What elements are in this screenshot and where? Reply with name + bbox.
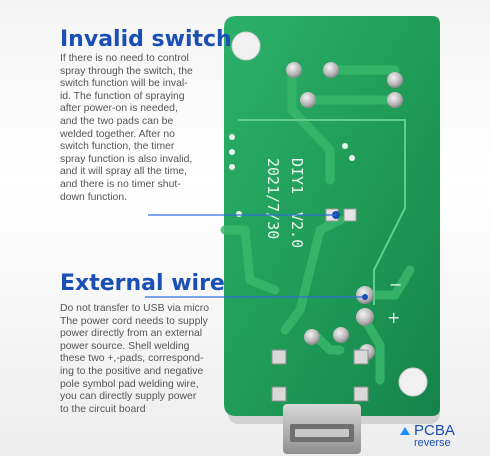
mounting-hole-bottom	[398, 367, 428, 397]
external-wire-description: Do not transfer to USB via micro The pow…	[60, 303, 220, 416]
badge-line1: PCBA	[414, 422, 455, 439]
desc-line: to the circuit board	[60, 403, 146, 415]
desc-line: down function.	[60, 191, 128, 203]
desc-line: these two +,-pads, correspond-	[60, 353, 204, 365]
silkscreen-date: 2021/7/30	[264, 158, 282, 239]
desc-line: Do not transfer to USB via micro	[60, 303, 209, 314]
desc-line: spray through the switch, the	[60, 65, 193, 77]
badge-line2: reverse	[414, 437, 451, 449]
desc-line: The power cord needs to supply	[60, 315, 208, 327]
mounting-hole-top	[231, 31, 261, 61]
desc-line: switch function will be inval-	[60, 78, 188, 90]
vias	[229, 134, 355, 217]
desc-line: you can directly supply power	[60, 391, 197, 403]
desc-line: spray function is also invalid,	[60, 153, 193, 165]
copper-traces	[220, 65, 415, 385]
silkscreen-model: DIY1	[288, 158, 306, 194]
silkscreen-outline	[238, 119, 406, 305]
desc-line: power directly from an external	[60, 328, 203, 340]
desc-line: welded together. After no	[60, 128, 175, 140]
desc-line: id. The function of spraying	[60, 90, 185, 102]
desc-line: ing to the positive and negative	[60, 365, 204, 377]
desc-line: and it will spray all the time,	[60, 166, 188, 178]
desc-line: If there is no need to control	[60, 53, 189, 64]
desc-line: and there is no timer shut-	[60, 178, 181, 190]
silkscreen-version: V2.0	[288, 212, 306, 248]
invalid-switch-heading: Invalid switch	[60, 27, 232, 52]
desc-line: switch function, the timer	[60, 141, 175, 153]
silkscreen-text-group: DIY1 V2.0 2021/7/30	[264, 158, 306, 248]
external-wire-heading: External wire	[60, 271, 225, 296]
top-pads	[286, 62, 403, 108]
usb-pads	[271, 349, 369, 402]
minus-sign: −	[389, 275, 402, 294]
desc-line: after power-on is needed,	[60, 103, 178, 115]
desc-line: pole symbol pad welding wire,	[60, 378, 199, 390]
invalid-switch-description: If there is no need to control spray thr…	[60, 53, 218, 204]
usb-tongue	[295, 429, 349, 437]
desc-line: and the two pads can be	[60, 115, 174, 127]
desc-line: power source. Shell welding	[60, 340, 190, 352]
plus-sign: +	[387, 308, 400, 327]
triangle-icon	[400, 427, 410, 435]
pointer-dot-power	[362, 294, 368, 300]
switch-pads	[325, 208, 357, 222]
